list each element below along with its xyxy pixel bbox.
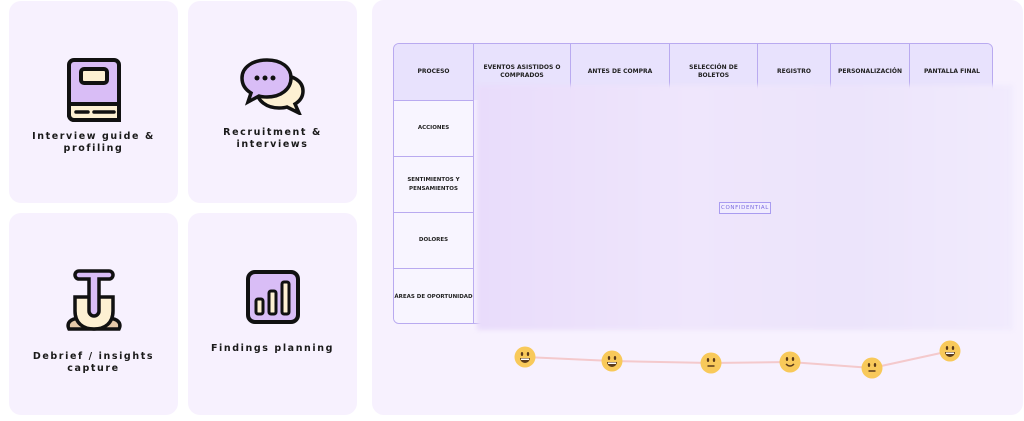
grin-face-icon: [601, 350, 623, 372]
chat-bubbles-icon: [239, 58, 305, 115]
card-label: Findings planning: [210, 343, 335, 354]
card-label: Recruitment & interviews: [223, 127, 322, 150]
book-icon: [66, 58, 121, 122]
row-label: DOLORES: [394, 212, 474, 268]
grin-face-icon: [939, 340, 961, 362]
neutral-face-icon: [700, 352, 722, 374]
grin-face-icon: [514, 346, 536, 368]
card-interview-guide[interactable]: Interview guide & profiling: [9, 1, 178, 203]
card-label: Interview guide & profiling: [32, 131, 155, 154]
card-debrief[interactable]: Debrief / insights capture: [9, 213, 178, 415]
row-label: ACCIONES: [394, 100, 474, 156]
smile-face-icon: [779, 351, 801, 373]
row-label: ÁREAS DE OPORTUNIDAD: [394, 268, 474, 323]
card-findings[interactable]: Findings planning: [188, 213, 357, 415]
card-label: Debrief / insights capture: [32, 351, 155, 374]
bar-chart-icon: [245, 270, 300, 324]
card-recruitment[interactable]: Recruitment & interviews: [188, 1, 357, 203]
row-label: SENTIMIENTOS Y PENSAMIENTOS: [394, 156, 474, 212]
neutral-face-icon: [861, 357, 883, 379]
shovel-icon: [65, 269, 122, 331]
row-header-proceso: PROCESO: [394, 44, 474, 100]
confidential-label: CONFIDENTIAL: [719, 202, 771, 214]
